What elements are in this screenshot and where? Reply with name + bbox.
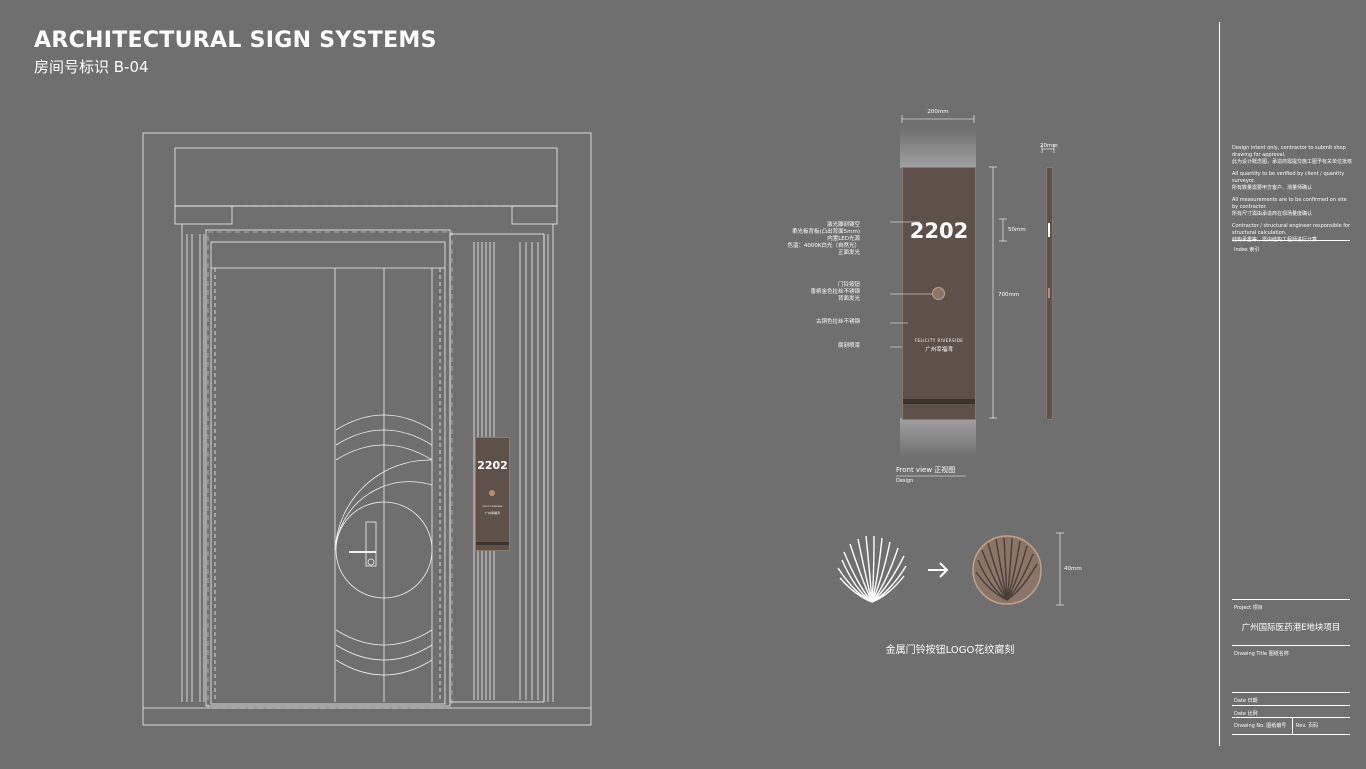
page-title: ARCHITECTURAL SIGN SYSTEMS: [34, 28, 437, 53]
door-sign-brand-cn: 广州幸福湾: [484, 511, 500, 515]
sign-brand-cn: 广州幸福湾: [925, 347, 953, 353]
dim-width: 200mm: [927, 109, 949, 115]
logo-pattern-graphic: [837, 535, 1042, 605]
annotation-bronze-steel: 古铜色拉丝不锈钢: [815, 319, 860, 325]
sign-room-number: 2202: [909, 219, 969, 243]
dim-height: 700mm: [998, 292, 1020, 298]
note-1: Design intent only, contractor to submit…: [1232, 145, 1353, 165]
design-label: Design: [896, 478, 914, 484]
logo-caption: 金属门铃按钮LOGO花纹腐刻: [885, 645, 1015, 656]
project-label: Project 项目: [1234, 605, 1263, 611]
project-name: 广州国际医药港E地块项目: [1241, 623, 1341, 633]
outer-frame: [142, 132, 592, 726]
sign-top-glow: [900, 128, 976, 168]
index-label: Index 索引: [1234, 247, 1260, 253]
sign-brand-en: FELICITY RIVERSIDE: [914, 338, 964, 343]
annotation-doorbell: 门铃按钮 香槟金色拉丝不锈钢 背面发光: [810, 282, 860, 302]
sign-base-strip: [903, 399, 975, 404]
drawing-no-label: Drawing No. 图纸编号: [1234, 723, 1287, 729]
divider-4: [1232, 692, 1350, 693]
date-label: Date 日期: [1234, 698, 1258, 704]
drawing-title-label: Drawing Title 图纸名称: [1234, 651, 1289, 657]
door-sign-brand: FELICITY RIVERSIDE: [482, 506, 503, 508]
door-sign-number: 2202: [477, 459, 508, 472]
divider-8: [1232, 734, 1350, 735]
side-bell-lip: [1048, 288, 1050, 298]
annotation-laser-cut: 激光雕刻镂空 柔光板背板(凸出背面5mm) 内置LED光源 色温：4000K白光…: [787, 222, 860, 256]
doorbell-button-icon: [932, 287, 945, 300]
rev-label: Rev. 页码: [1296, 723, 1319, 729]
divider-2: [1232, 599, 1350, 600]
sign-side-view: [1046, 167, 1053, 420]
door-elevation-drawing: [142, 132, 592, 726]
divider-3: [1232, 645, 1350, 646]
door-room-sign: 2202 FELICITY RIVERSIDE 广州幸福湾: [475, 437, 510, 551]
divider-7: [1292, 718, 1293, 734]
dim-logo-height: 40mm: [1064, 566, 1082, 572]
door-sign-bell-icon: [489, 490, 495, 496]
scale-label: Date 比例: [1234, 711, 1258, 717]
note-2: All quantity to be verified by client / …: [1232, 171, 1345, 191]
dim-number-height: 50mm: [1008, 227, 1026, 233]
annotation-etched-paint: 腐刻喷漆: [837, 343, 860, 349]
divider-1: [1232, 240, 1350, 241]
title-block-notes: Design intent only, contractor to submit…: [1232, 145, 1352, 244]
divider-5: [1232, 705, 1350, 706]
sign-front-panel: 2202 FELICITY RIVERSIDE 广州幸福湾: [902, 167, 976, 420]
page-subtitle: 房间号标识 B-04: [34, 58, 149, 76]
note-3: All measurements are to be confirmed on …: [1232, 197, 1347, 217]
sign-bottom-glow: [900, 418, 976, 458]
side-number-lip: [1048, 223, 1050, 237]
front-view-label: Front view 正视图: [896, 466, 956, 474]
divider-6: [1232, 717, 1350, 718]
dim-depth: 20mm: [1040, 143, 1058, 149]
door-sign-base-strip: [476, 542, 509, 545]
title-block-border: [1219, 22, 1220, 746]
dimension-lines: [890, 115, 1064, 606]
